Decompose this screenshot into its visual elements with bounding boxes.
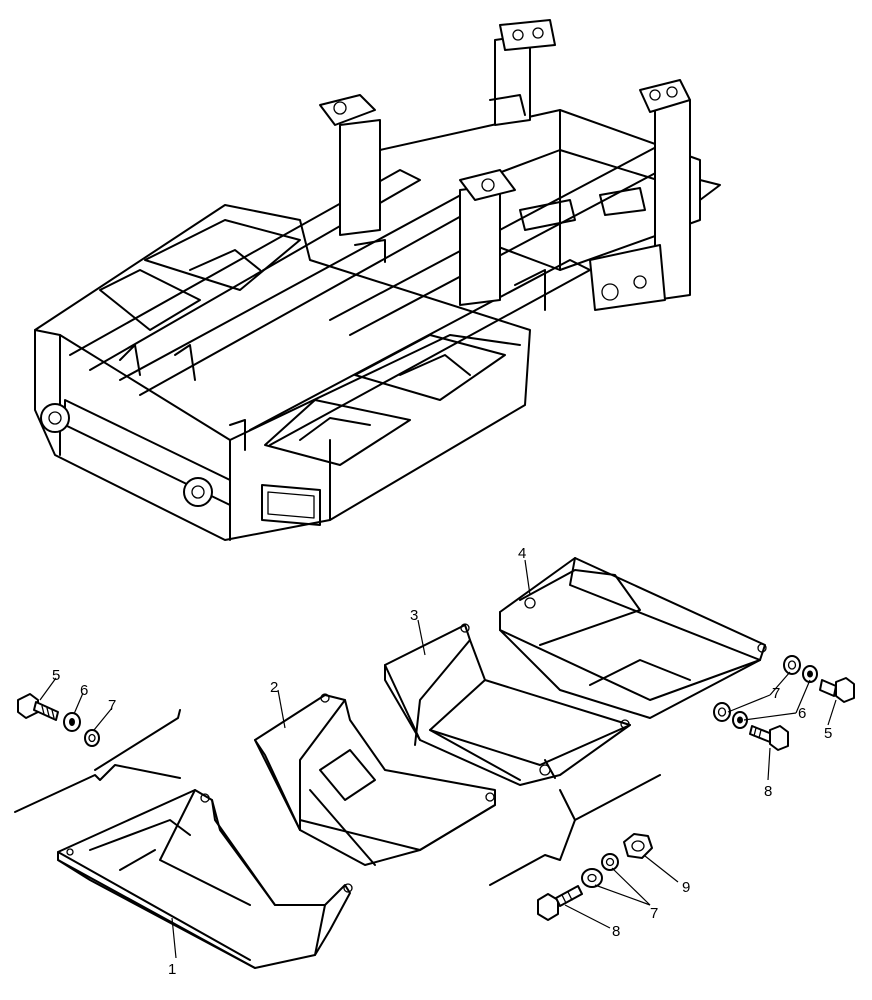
washer-7-right-upper bbox=[783, 655, 801, 675]
callout-7-right: 7 bbox=[772, 685, 780, 702]
break-lines bbox=[14, 709, 661, 886]
callout-7-left: 7 bbox=[108, 697, 116, 714]
part-1-guard-plate bbox=[57, 789, 353, 969]
callout-labels: 1 2 3 4 5 6 7 7 6 5 8 9 7 8 bbox=[52, 545, 832, 978]
washer-6-left bbox=[63, 712, 81, 732]
part-4-guard-plate bbox=[499, 557, 767, 719]
callout-1: 1 bbox=[168, 961, 176, 978]
callout-5-right: 5 bbox=[824, 725, 832, 742]
part-2-guard-plate bbox=[254, 693, 496, 866]
part-3-guard-plate bbox=[384, 623, 631, 786]
callout-6-right: 6 bbox=[798, 705, 806, 722]
washer-7-right-lower bbox=[713, 702, 731, 722]
bolt-8-right bbox=[749, 725, 789, 751]
callout-7-bottom: 7 bbox=[650, 905, 658, 922]
callout-3: 3 bbox=[410, 607, 418, 624]
frame-assembly bbox=[34, 19, 721, 541]
washer-7-bottom-a bbox=[581, 868, 603, 888]
washer-6-right-lower bbox=[732, 711, 748, 729]
bolt-8-bottom bbox=[537, 885, 583, 921]
bolt-5-right bbox=[819, 677, 855, 703]
bolt-5-left bbox=[17, 693, 59, 721]
callout-8-bottom: 8 bbox=[612, 923, 620, 940]
washer-7-left bbox=[84, 729, 100, 747]
callout-6-left: 6 bbox=[80, 682, 88, 699]
washer-6-right-upper bbox=[802, 665, 818, 683]
callout-9: 9 bbox=[682, 879, 690, 896]
callout-8-right: 8 bbox=[764, 783, 772, 800]
callout-5-left: 5 bbox=[52, 667, 60, 684]
callout-4: 4 bbox=[518, 545, 526, 562]
washer-7-bottom-b bbox=[601, 853, 619, 871]
nut-9 bbox=[623, 833, 653, 859]
callout-2: 2 bbox=[270, 679, 278, 696]
leader-lines bbox=[39, 559, 837, 959]
